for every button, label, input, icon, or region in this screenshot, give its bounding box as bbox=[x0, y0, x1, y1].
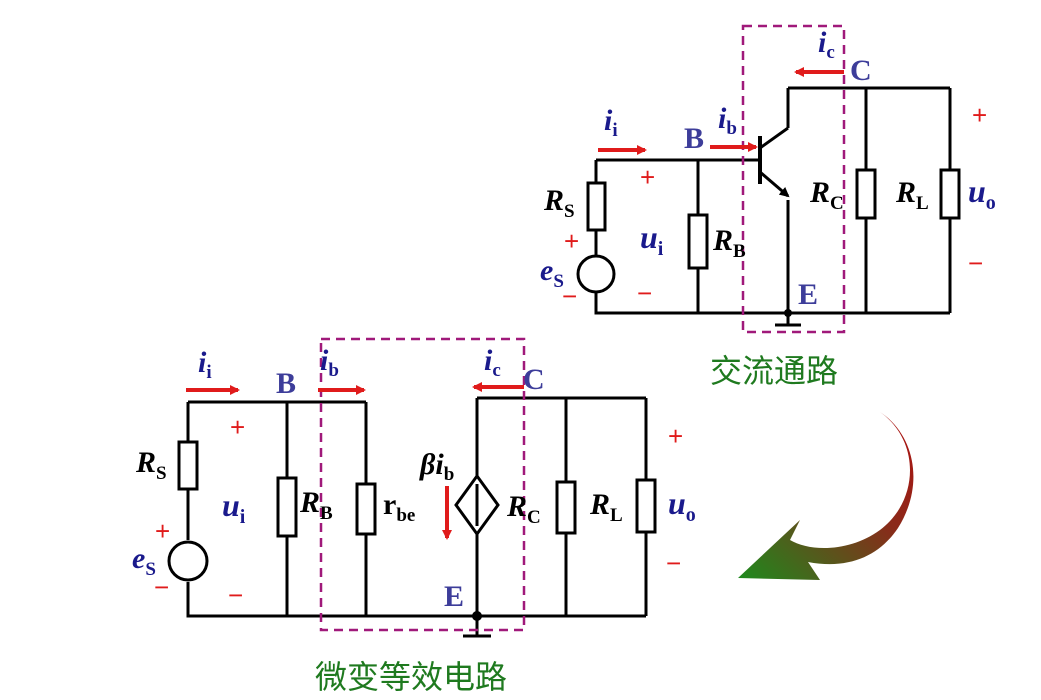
bottom-rb-resistor bbox=[276, 476, 298, 538]
top-uo-minus-sign: − bbox=[968, 248, 983, 278]
bottom-circuit: ii ib ic B C E RS RB rbe βib RC RL eS ui… bbox=[132, 337, 696, 695]
ground-icon bbox=[775, 309, 801, 327]
top-minus-sign: − bbox=[637, 278, 652, 308]
top-ic-label: ic bbox=[818, 26, 835, 63]
bottom-uo-minus-sign: − bbox=[666, 548, 681, 578]
top-plus-sign: + bbox=[640, 162, 655, 192]
bottom-rc-label: RC bbox=[506, 490, 541, 528]
top-es-minus-sign: − bbox=[562, 281, 577, 311]
bottom-node-e: E bbox=[444, 580, 464, 613]
top-rl-label: RL bbox=[895, 176, 929, 214]
bottom-ic-label: ic bbox=[484, 344, 501, 381]
bottom-node-c: C bbox=[523, 363, 545, 396]
top-node-b: B bbox=[684, 122, 704, 155]
top-uo-plus-sign: + bbox=[972, 100, 987, 130]
bottom-plus-sign: + bbox=[230, 412, 245, 442]
bottom-rbe-label: rbe bbox=[383, 488, 415, 526]
bottom-caption: 微变等效电路 bbox=[315, 659, 507, 695]
top-uo-label: uo bbox=[968, 173, 996, 214]
top-rs-label: RS bbox=[543, 184, 575, 222]
dependent-source-icon bbox=[454, 473, 500, 537]
top-es-label: eS bbox=[540, 254, 564, 292]
top-caption: 交流通路 bbox=[710, 353, 838, 389]
top-ui-label: ui bbox=[640, 219, 664, 260]
top-ii-label: ii bbox=[604, 104, 618, 141]
top-node-c: C bbox=[850, 54, 872, 87]
bottom-es-minus-sign: − bbox=[154, 572, 169, 602]
transistor-icon bbox=[758, 126, 790, 198]
top-rs-resistor bbox=[586, 181, 607, 232]
bottom-uo-plus-sign: + bbox=[668, 421, 683, 451]
top-rl-resistor bbox=[939, 168, 961, 220]
curved-arrow-icon bbox=[738, 412, 914, 580]
bottom-es-label: eS bbox=[132, 542, 156, 580]
bottom-ui-label: ui bbox=[222, 487, 246, 528]
top-ib-label: ib bbox=[718, 102, 737, 139]
top-es-plus-sign: + bbox=[564, 226, 579, 256]
bottom-source-icon bbox=[167, 540, 209, 582]
top-rc-resistor bbox=[855, 168, 877, 220]
bottom-rb-label: RB bbox=[299, 486, 333, 524]
bottom-rbe-resistor bbox=[355, 482, 377, 536]
top-circuit: ii ib ic B C E RS RB RC RL eS ui uo + − … bbox=[540, 24, 996, 389]
bottom-uo-label: uo bbox=[668, 485, 696, 526]
bottom-rl-label: RL bbox=[589, 488, 623, 526]
bottom-ib-label: ib bbox=[320, 344, 339, 381]
top-rb-resistor bbox=[687, 213, 709, 270]
bottom-rs-resistor bbox=[177, 440, 199, 491]
top-node-e: E bbox=[798, 278, 818, 311]
top-wire bbox=[594, 160, 950, 315]
bottom-es-plus-sign: + bbox=[155, 516, 170, 546]
bottom-rc-resistor bbox=[555, 480, 577, 535]
bottom-rs-label: RS bbox=[135, 446, 167, 484]
top-wire bbox=[786, 86, 950, 128]
top-transistor-box bbox=[741, 24, 846, 334]
bottom-beta-label: βib bbox=[419, 448, 454, 485]
top-source-icon bbox=[576, 254, 616, 294]
top-rb-label: RB bbox=[712, 224, 746, 262]
bottom-rl-resistor bbox=[635, 478, 657, 534]
ground-icon bbox=[463, 611, 491, 638]
bottom-transistor-box bbox=[319, 337, 526, 632]
bottom-minus-sign: − bbox=[228, 580, 243, 610]
top-rc-label: RC bbox=[809, 176, 844, 214]
bottom-wire bbox=[186, 402, 646, 618]
bottom-node-b: B bbox=[276, 367, 296, 400]
bottom-ii-label: ii bbox=[198, 346, 212, 383]
